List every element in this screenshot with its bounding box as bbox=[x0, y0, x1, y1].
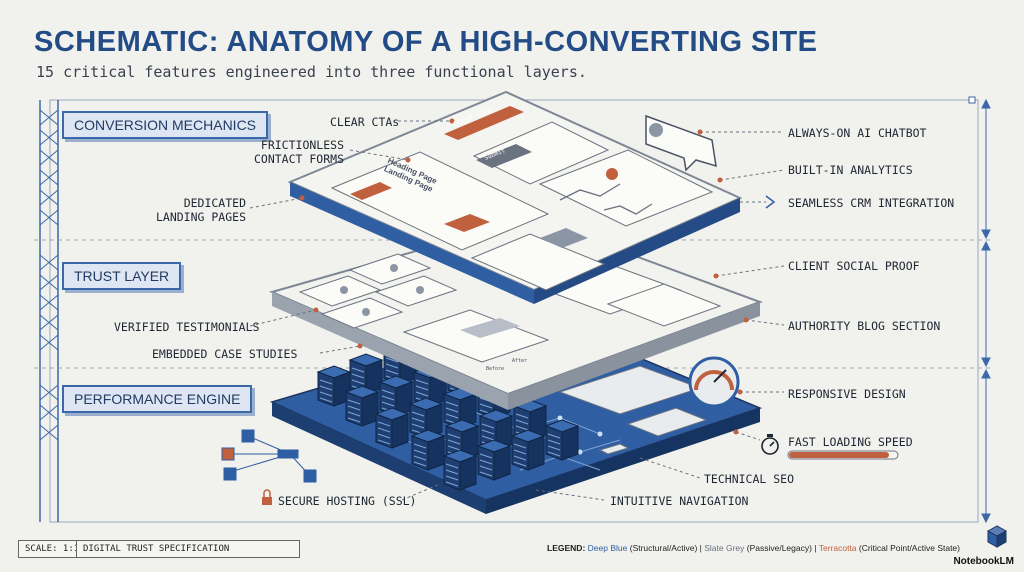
callout-technical-seo: TECHNICAL SEO bbox=[704, 472, 795, 486]
leader-dots bbox=[299, 118, 749, 435]
page-subtitle: 15 critical features engineered into thr… bbox=[36, 63, 587, 81]
left-ruler bbox=[34, 100, 990, 522]
callout-loading-speed: FAST LOADING SPEED bbox=[788, 435, 913, 449]
page-title: SCHEMATIC: ANATOMY OF A HIGH-CONVERTING … bbox=[34, 26, 818, 58]
legend-blue-desc: (Structural/Active) bbox=[629, 543, 698, 553]
legend-grey-desc: (Passive/Legacy) bbox=[746, 543, 812, 553]
legend-terra: Terracotta bbox=[818, 543, 857, 553]
cube-logo-icon bbox=[986, 525, 1008, 548]
callout-crm: SEAMLESS CRM INTEGRATION bbox=[788, 196, 955, 210]
right-dimension-lines bbox=[981, 98, 991, 524]
callout-analytics: BUILT-IN ANALYTICS bbox=[788, 163, 913, 177]
after-label: After bbox=[512, 358, 528, 364]
legend: LEGEND: Deep Blue (Structural/Active) | … bbox=[547, 543, 960, 553]
conversion-layer bbox=[287, 90, 743, 304]
scale-label: SCALE: 1:1 bbox=[18, 540, 87, 558]
leader-lines bbox=[249, 120, 785, 501]
crm-arrow bbox=[765, 195, 776, 209]
callout-navigation: INTUITIVE NAVIGATION bbox=[610, 494, 749, 508]
lock-icon bbox=[262, 489, 272, 505]
legend-label: LEGEND: bbox=[547, 543, 586, 553]
stopwatch-icon bbox=[761, 434, 779, 455]
layer-tag-trust: TRUST LAYER bbox=[62, 262, 182, 290]
callout-social-proof: CLIENT SOCIAL PROOF bbox=[788, 259, 920, 273]
trust-layer bbox=[269, 216, 763, 410]
callout-secure-hosting: SECURE HOSTING (SSL) bbox=[278, 494, 417, 508]
legend-grey: Slate Grey bbox=[704, 543, 745, 553]
callout-contact-forms: FRICTIONLESS CONTACT FORMS bbox=[253, 138, 344, 166]
layer-tag-conversion: CONVERSION MECHANICS bbox=[62, 111, 269, 139]
callout-clear-ctas: CLEAR CTAs bbox=[330, 115, 400, 129]
callout-responsive: RESPONSIVE DESIGN bbox=[788, 387, 906, 401]
callout-chatbot: ALWAYS-ON AI CHATBOT bbox=[788, 126, 927, 140]
callout-landing-pages: DEDICATED LANDING PAGES bbox=[155, 196, 246, 224]
frame-corner bbox=[968, 96, 976, 104]
spec-label: DIGITAL TRUST SPECIFICATION bbox=[76, 540, 300, 558]
speed-gauge bbox=[688, 356, 740, 408]
callout-testimonials: VERIFIED TESTIMONIALS bbox=[114, 320, 260, 334]
legend-blue: Deep Blue bbox=[587, 543, 628, 553]
before-label: Before bbox=[486, 366, 505, 372]
layer-tag-performance: PERFORMANCE ENGINE bbox=[62, 385, 253, 413]
brand-label: NotebookLM bbox=[953, 556, 1014, 567]
network-nodes bbox=[221, 429, 317, 483]
spec-text: DIGITAL TRUST SPECIFICATION bbox=[83, 544, 230, 554]
callout-case-studies: EMBEDDED CASE STUDIES bbox=[152, 347, 298, 361]
loading-bar-fill bbox=[789, 452, 889, 458]
legend-terra-desc: (Critical Point/Active State) bbox=[858, 543, 960, 553]
callout-blog: AUTHORITY BLOG SECTION bbox=[788, 319, 941, 333]
